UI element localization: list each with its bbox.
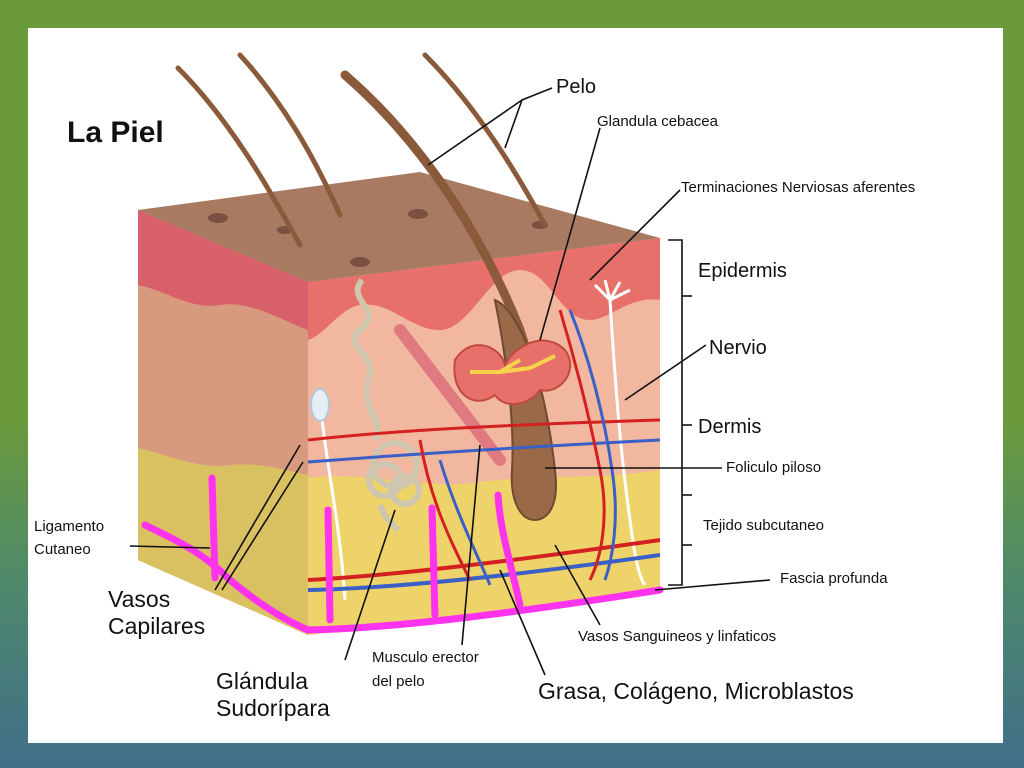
label-vasos-sanguineos: Vasos Sanguineos y linfaticos (578, 628, 776, 645)
label-musculo-2: del pelo (372, 673, 425, 690)
hair-strand (237, 52, 343, 218)
label-musculo-1: Musculo erector (372, 649, 479, 666)
label-ligamento-2: Cutaneo (34, 541, 91, 558)
label-ligamento-1: Ligamento (34, 518, 104, 535)
label-glandula-cebacea: Glandula cebacea (597, 113, 719, 130)
fascia-lines (141, 474, 664, 634)
front-epidermis (308, 238, 660, 340)
label-fascia: Fascia profunda (780, 570, 888, 587)
label-tejido: Tejido subcutaneo (703, 517, 824, 534)
sweat-gland (351, 278, 422, 532)
label-vasos-2: Capilares (108, 613, 205, 639)
hair-strand (175, 65, 303, 248)
ligament-vertical (494, 491, 524, 609)
label-vasos-1: Vasos (108, 586, 170, 612)
fascia-bottom (141, 521, 664, 634)
arrector-muscle (394, 324, 506, 466)
diagram-title: La Piel (67, 116, 164, 149)
pore (350, 257, 370, 267)
ligament-vertical (428, 504, 439, 619)
label-glandula-sud-2: Sudorípara (216, 695, 330, 721)
pore (208, 213, 228, 223)
label-glandula-sud-1: Glándula (216, 668, 308, 694)
label-terminaciones: Terminaciones Nerviosas aferentes (681, 179, 915, 196)
ligament-vertical (208, 474, 219, 582)
front-fat-layer (308, 470, 660, 635)
skin-block (138, 172, 660, 635)
hair-strand (422, 52, 548, 228)
nerves (310, 279, 647, 601)
top-face (138, 172, 660, 282)
label-grasa: Grasa, Colágeno, Microblastos (538, 678, 854, 704)
left-fat-layer (138, 448, 308, 635)
blood-vessels (307, 309, 661, 592)
layer-brackets (668, 239, 692, 586)
label-epidermis: Epidermis (698, 260, 787, 282)
label-foliculo: Foliculo piloso (726, 459, 821, 476)
label-pelo: Pelo (556, 76, 596, 98)
label-nervio: Nervio (709, 337, 767, 359)
sebaceous-gland (453, 339, 572, 405)
left-epidermis-band (138, 210, 308, 330)
label-dermis: Dermis (698, 416, 761, 438)
pore (408, 209, 428, 219)
leader-lines (129, 87, 771, 676)
ligament-vertical (324, 506, 334, 624)
